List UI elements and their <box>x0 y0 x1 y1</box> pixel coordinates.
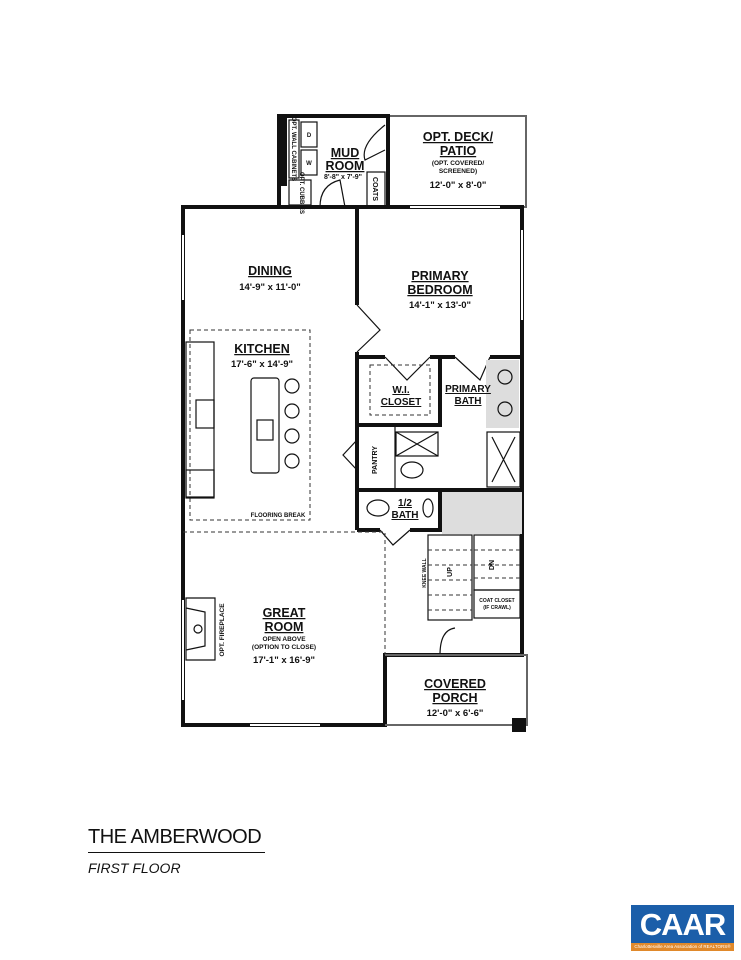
wi-closet-label: W.I. <box>392 385 409 396</box>
washer-label: W <box>306 161 312 167</box>
great-room-dim: 17'-1" x 16'-9" <box>253 655 315 666</box>
flooring-break-line <box>183 531 386 655</box>
refrigerator <box>185 469 215 499</box>
closet-bath-doors <box>384 356 491 382</box>
sink <box>497 401 513 417</box>
toilet <box>366 499 390 517</box>
dn-label: DN <box>489 560 496 570</box>
dryer-label: D <box>307 133 312 139</box>
dining-dim: 14'-9" x 11'-0" <box>239 282 301 293</box>
great-room-label: GREAT <box>263 606 306 620</box>
half-bath-door <box>379 529 411 546</box>
coat-closet <box>473 589 521 619</box>
bedroom-dim: 14'-1" x 13'-0" <box>409 300 471 311</box>
fireplace <box>185 597 216 661</box>
opt-wall-cabinets <box>288 119 300 179</box>
primary-bath-label: PRIMARY <box>445 384 491 395</box>
linen-x <box>395 431 439 457</box>
title-divider <box>88 852 265 853</box>
closet-wall <box>357 357 442 427</box>
linen <box>395 431 439 457</box>
mud-room-label: ROOM <box>326 159 365 173</box>
deck-label: OPT. DECK/ <box>423 130 494 144</box>
logo-text: CAAR <box>639 907 727 942</box>
closet-shelves <box>369 364 431 416</box>
coats-label: COATS <box>371 177 378 201</box>
pantry-door <box>342 439 358 471</box>
shower <box>486 431 521 488</box>
deck-label: PATIO <box>440 144 477 158</box>
porch-label: COVERED <box>424 677 486 691</box>
kitchen-island <box>250 377 280 474</box>
pantry-label: PANTRY <box>372 446 379 474</box>
half-bath-wall <box>357 490 442 532</box>
washer <box>300 149 318 176</box>
bar-stool <box>284 403 300 419</box>
kitchen-dim: 17'-6" x 14'-9" <box>231 359 293 370</box>
fireplace-vent <box>193 624 203 634</box>
stair-landing <box>442 492 522 534</box>
kitchen-label: KITCHEN <box>234 342 290 356</box>
great-room-label: ROOM <box>265 620 304 634</box>
plan-title: THE AMBERWOOD <box>88 826 262 848</box>
vanity <box>486 360 519 428</box>
mud-room-dim: 8'-8" x 7'-9" <box>324 174 362 181</box>
coat-closet-label: COAT CLOSET <box>479 598 514 604</box>
bedroom-door <box>356 304 381 353</box>
porch-label: PORCH <box>432 691 477 705</box>
deck-note: (OPT. COVERED/ <box>432 160 485 167</box>
great-room-note: OPEN ABOVE <box>262 636 306 643</box>
up-label: UP <box>447 567 454 577</box>
deck-note: SCREENED) <box>439 168 477 175</box>
mud-room-label: MUD <box>331 146 359 160</box>
half-bath-label: 1/2 <box>398 498 412 509</box>
caar-logo: CAAR Charlottesville Area Association of… <box>631 905 734 951</box>
opt-cubbies-label: OPT. CUBBIES <box>298 172 304 214</box>
kitchen-sink <box>256 419 274 441</box>
shower-x <box>491 436 516 483</box>
bedroom-label: BEDROOM <box>407 283 472 297</box>
bar-stool <box>284 453 300 469</box>
dining-label: DINING <box>248 264 292 278</box>
toilet <box>400 461 424 479</box>
sink <box>497 369 513 385</box>
mud-room-entry-door <box>319 179 346 208</box>
wi-closet-label: CLOSET <box>381 397 422 408</box>
fireplace-label: OPT. FIREPLACE <box>219 603 226 657</box>
sink <box>422 498 434 518</box>
half-bath-label: BATH <box>391 510 418 521</box>
porch-post <box>512 718 526 732</box>
bedroom-label: PRIMARY <box>411 269 469 283</box>
entry-door <box>439 627 456 656</box>
opt-wall-cabinets-label: OPT. WALL CABINETS <box>290 117 296 181</box>
mud-room-door <box>363 124 386 161</box>
mud-room-thick-wall <box>279 116 287 186</box>
kitchen-flooring-area <box>189 329 311 521</box>
bar-stool <box>284 378 300 394</box>
logo-tagline: Charlottesville Area Association of REAL… <box>631 943 734 951</box>
porch-dim: 12'-0" x 6'-6" <box>427 708 484 719</box>
primary-bath-label: BATH <box>454 396 481 407</box>
plan-subtitle: FIRST FLOOR <box>88 860 181 876</box>
bar-stool <box>284 428 300 444</box>
flooring-break-label: FLOORING BREAK <box>251 513 306 519</box>
knee-wall-label: KNEE WALL <box>422 558 428 587</box>
porch-outline <box>385 654 528 726</box>
dryer <box>300 121 318 148</box>
range <box>195 399 215 429</box>
great-room-note: (OPTION TO CLOSE) <box>252 644 316 651</box>
deck-dim: 12'-0" x 8'-0" <box>430 180 487 191</box>
coat-closet-note: (IF CRAWL) <box>483 605 511 611</box>
